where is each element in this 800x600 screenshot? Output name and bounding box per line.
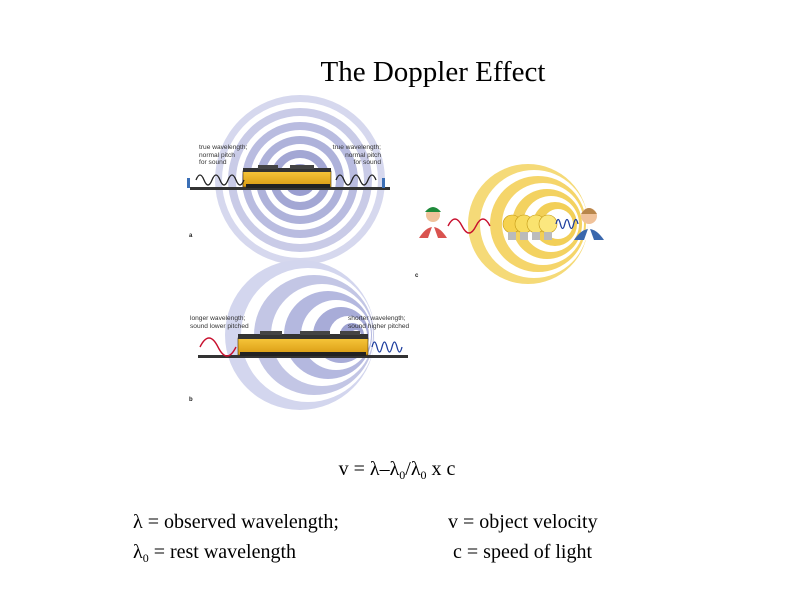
lambda0-symbol: λ xyxy=(133,541,143,563)
panel-a-right-wave xyxy=(335,174,377,186)
bulbs-icon xyxy=(502,214,558,240)
caption-line: true wavelength; xyxy=(332,144,381,151)
formula-v: v xyxy=(338,458,349,480)
definition-lambda0: λ0 = rest wavelength xyxy=(133,541,296,566)
formula-times-c: x c xyxy=(426,458,456,480)
formula-lambda0: λ xyxy=(389,458,400,480)
lambda-symbol: λ xyxy=(133,511,143,533)
panel-a-label: a xyxy=(189,233,193,239)
definition-lambda: λ = observed wavelength; xyxy=(133,511,339,534)
lambda-definition: = observed wavelength; xyxy=(142,511,339,533)
doppler-formula: v = λ–λ0/λ0 x c xyxy=(0,458,800,483)
panel-b-train xyxy=(237,331,369,356)
panel-c-blue-wave xyxy=(555,218,579,230)
caption-line: shorter wavelength; xyxy=(348,315,406,322)
panel-c-label: c xyxy=(415,273,419,279)
panel-a-left-wave xyxy=(195,174,245,186)
panel-b-label: b xyxy=(189,397,193,403)
formula-lambda0-denominator: λ xyxy=(410,458,421,480)
panel-a-train xyxy=(242,165,332,188)
definition-speed-of-light: c = speed of light xyxy=(453,541,593,563)
panel-a-right-caption: true wavelength; normal pitch for sound xyxy=(328,144,381,167)
left-observer-icon xyxy=(419,207,447,238)
right-observer-icon xyxy=(574,208,604,240)
definition-velocity: v = object velocity xyxy=(448,511,598,533)
panel-b-left-caption: longer wavelength; sound lower pitched xyxy=(190,315,249,330)
formula-sub0: 0 xyxy=(399,468,406,482)
formula-slash: / xyxy=(405,458,411,480)
lambda0-subscript: 0 xyxy=(142,551,149,565)
panel-c-red-wave xyxy=(447,218,491,234)
panel-c-rings xyxy=(468,164,588,284)
panel-b-right-wave-short xyxy=(371,341,403,353)
formula-lambda: λ xyxy=(369,458,380,480)
slide-title: The Doppler Effect xyxy=(320,56,546,88)
panel-a-left-listener xyxy=(187,178,190,188)
formula-equals: = xyxy=(348,458,370,480)
panel-b-left-wave-long xyxy=(199,337,237,357)
caption-line: longer wavelength; xyxy=(190,315,246,322)
caption-line: normal pitch xyxy=(345,151,381,159)
panel-a-track xyxy=(190,187,390,190)
caption-line: normal pitch xyxy=(199,151,235,159)
caption-line: for sound xyxy=(199,159,227,167)
lambda0-definition: = rest wavelength xyxy=(148,541,297,563)
formula-sub0-denominator: 0 xyxy=(420,468,427,482)
panel-a-left-caption: true wavelength; normal pitch for sound xyxy=(199,144,247,167)
caption-line: sound higher pitched xyxy=(348,322,410,330)
panel-a-right-listener xyxy=(382,178,385,188)
caption-line: for sound xyxy=(353,159,382,167)
panel-b-right-caption: shorter wavelength; sound higher pitched xyxy=(348,315,409,330)
panel-b-track xyxy=(198,355,408,358)
formula-minus: – xyxy=(379,458,390,480)
caption-line: true wavelength; xyxy=(199,144,248,151)
caption-line: sound lower pitched xyxy=(190,322,249,330)
